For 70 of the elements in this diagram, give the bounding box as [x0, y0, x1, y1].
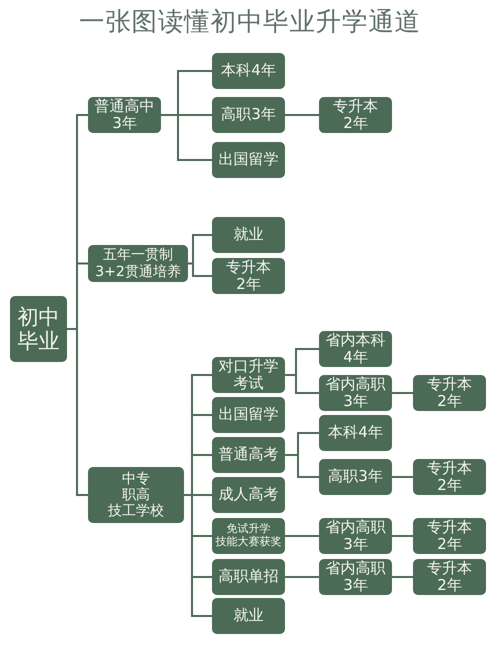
box-label: 专升本2年	[426, 460, 473, 494]
box-label: 省内高职3年	[324, 518, 386, 554]
box-label: 高职单招	[218, 568, 278, 586]
connector-line	[161, 114, 212, 161]
box-label: 普通高中3年	[94, 98, 156, 132]
rounded-box	[413, 518, 486, 554]
box-label: 本科4年	[328, 424, 383, 442]
rounded-box	[10, 296, 67, 362]
connector-line	[285, 535, 319, 537]
box-label: 专升本2年	[426, 518, 473, 554]
rounded-box	[88, 245, 188, 282]
box-label: 职高	[122, 486, 150, 504]
connector-line	[392, 535, 413, 537]
box-label: 五年一贯制	[103, 247, 173, 264]
box-label: 普通高考	[218, 446, 278, 464]
rounded-box	[212, 397, 285, 433]
rounded-box	[212, 477, 285, 513]
rounded-box	[212, 437, 285, 473]
rounded-box	[319, 375, 392, 411]
rounded-box	[413, 459, 486, 495]
rounded-box	[212, 598, 285, 634]
title: 一张图读懂初中毕业升学通道	[79, 6, 421, 38]
box-label: 技工学校	[108, 503, 164, 520]
rounded-box	[212, 217, 285, 253]
rounded-box	[212, 97, 285, 133]
rounded-box	[413, 559, 486, 595]
rounded-box	[319, 559, 392, 595]
box-label: 省内高职3年	[324, 560, 386, 594]
rounded-box	[319, 518, 392, 554]
rounded-box	[88, 97, 161, 133]
rounded-box	[212, 142, 285, 178]
box-label: 专升本2年	[426, 376, 473, 410]
box-label: 就业	[234, 607, 264, 625]
rounded-box	[88, 467, 184, 523]
box-label: 成人高考	[218, 486, 278, 504]
connector-line	[392, 576, 413, 578]
box-label: 省内高职3年	[324, 376, 386, 410]
connector-line	[67, 328, 88, 496]
box-label: 对口升学考试	[218, 358, 280, 392]
rounded-box	[212, 357, 285, 393]
box-label: 就业	[234, 226, 264, 244]
box-label: 高职3年	[221, 106, 276, 124]
box-label: 中专	[122, 470, 150, 487]
connector-line	[285, 114, 319, 116]
rounded-box	[319, 459, 392, 495]
rounded-box	[319, 415, 392, 451]
rounded-box	[319, 331, 392, 367]
box-label: 专升本2年	[225, 258, 272, 294]
box-label: 技能大赛获奖	[216, 536, 282, 549]
connector-line	[392, 476, 413, 478]
rounded-box	[413, 375, 486, 411]
rounded-box	[212, 559, 285, 595]
box-label: 免试升学	[226, 523, 270, 536]
connector-line	[285, 576, 319, 578]
box-label: 省内本科4年	[324, 332, 386, 366]
connector-line	[392, 392, 413, 394]
connector-line	[285, 374, 319, 394]
box-label: 出国留学	[218, 151, 278, 169]
box-label: 专升本2年	[426, 560, 473, 594]
rounded-box	[319, 97, 392, 133]
box-label: 初中毕业	[16, 304, 60, 354]
rounded-box	[212, 258, 285, 294]
connector-line	[188, 262, 212, 277]
box-label: 3+2贯通培养	[95, 264, 181, 280]
rounded-box	[212, 518, 285, 554]
box-label: 专升本2年	[332, 98, 379, 132]
box-label: 高职3年	[328, 468, 383, 486]
rounded-box	[212, 53, 285, 89]
box-label: 本科4年	[221, 62, 276, 80]
box-label: 出国留学	[218, 406, 278, 424]
